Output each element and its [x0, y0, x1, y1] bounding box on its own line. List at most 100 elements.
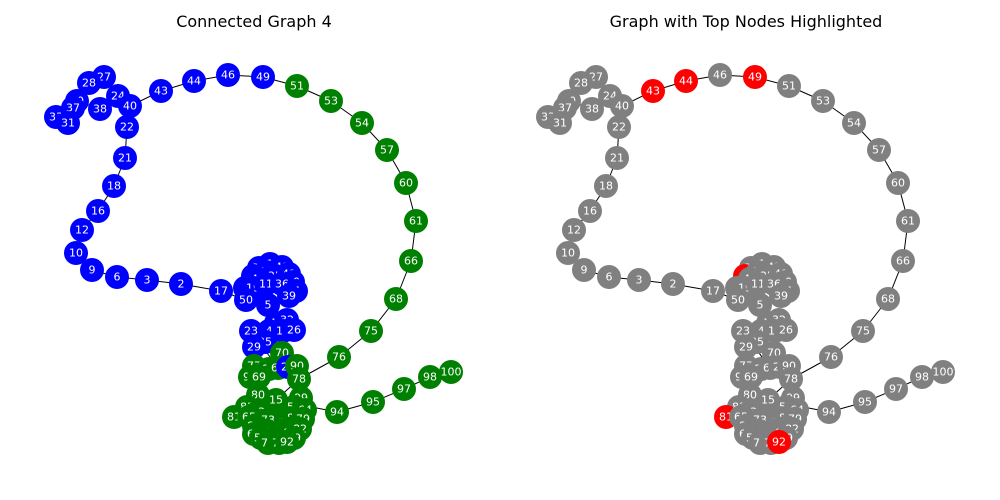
left-node-label: 6	[114, 271, 121, 284]
right-node-label: 12	[567, 224, 581, 237]
left-node-label: 38	[93, 103, 107, 116]
left-node-label: 66	[404, 255, 418, 268]
left-node-label: 3	[144, 274, 151, 287]
right-node-22	[607, 115, 631, 139]
right-node-29	[734, 335, 758, 359]
right-node-label: 54	[847, 117, 861, 130]
left-panel-title: Connected Graph 4	[176, 12, 332, 31]
right-panel-title: Graph with Top Nodes Highlighted	[609, 12, 883, 31]
right-node-label: 23	[736, 325, 750, 338]
left-node-label: 23	[244, 325, 258, 338]
left-node-2	[169, 272, 193, 296]
left-node-label: 28	[82, 77, 96, 90]
left-node-31	[56, 111, 80, 135]
right-node-label: 53	[816, 95, 830, 108]
right-node-label: 26	[779, 324, 793, 337]
left-node-69	[247, 365, 271, 389]
right-node-label: 46	[713, 69, 727, 82]
left-node-97	[392, 377, 416, 401]
left-node-95	[361, 390, 385, 414]
left-node-12	[70, 218, 94, 242]
left-node-100	[439, 360, 463, 384]
right-node-17	[701, 279, 725, 303]
left-node-label: 12	[75, 224, 89, 237]
left-node-label: 49	[256, 71, 270, 84]
right-node-49	[743, 65, 767, 89]
right-node-label: 15	[761, 394, 775, 407]
right-node-53	[811, 89, 835, 113]
right-node-92	[767, 430, 791, 454]
right-node-39	[769, 284, 793, 308]
left-node-label: 57	[380, 144, 394, 157]
right-node-15	[756, 388, 780, 412]
left-node-label: 31	[61, 117, 75, 130]
right-node-label: 3	[636, 274, 643, 287]
left-node-label: 22	[120, 121, 134, 134]
left-node-21	[113, 146, 137, 170]
left-node-label: 15	[269, 394, 283, 407]
left-node-label: 11	[259, 278, 273, 291]
right-node-label: 5	[757, 299, 764, 312]
left-node-label: 95	[366, 396, 380, 409]
right-node-44	[674, 69, 698, 93]
right-node-54	[842, 111, 866, 135]
right-node-label: 40	[615, 100, 629, 113]
right-node-18	[594, 174, 618, 198]
left-node-label: 92	[280, 436, 294, 449]
right-node-label: 49	[748, 71, 762, 84]
left-node-3	[135, 268, 159, 292]
left-node-26	[282, 318, 306, 342]
left-node-label: 60	[399, 177, 413, 190]
right-node-76	[819, 345, 843, 369]
left-node-28	[77, 71, 101, 95]
right-node-label: 28	[574, 77, 588, 90]
right-node-6	[597, 265, 621, 289]
right-node-38	[580, 97, 604, 121]
left-node-label: 98	[423, 371, 437, 384]
left-node-label: 54	[355, 117, 369, 130]
right-node-label: 22	[612, 121, 626, 134]
right-node-31	[548, 111, 572, 135]
left-node-49	[251, 65, 275, 89]
left-node-label: 26	[287, 324, 301, 337]
right-node-16	[578, 199, 602, 223]
left-node-60	[394, 171, 418, 195]
left-node-51	[285, 74, 309, 98]
right-node-50	[726, 288, 750, 312]
right-node-label: 60	[891, 177, 905, 190]
right-node-10	[556, 241, 580, 265]
right-node-label: 21	[610, 152, 624, 165]
right-node-label: 66	[896, 255, 910, 268]
right-node-78	[779, 367, 803, 391]
left-node-43	[149, 79, 173, 103]
left-node-15	[264, 388, 288, 412]
right-node-label: 68	[881, 293, 895, 306]
right-node-75	[851, 319, 875, 343]
left-node-label: 50	[239, 294, 253, 307]
left-node-53	[319, 89, 343, 113]
left-node-label: 53	[324, 95, 338, 108]
left-node-label: 94	[330, 406, 344, 419]
left-node-22	[115, 115, 139, 139]
left-node-57	[375, 138, 399, 162]
right-node-label: 98	[915, 371, 929, 384]
left-node-75	[359, 319, 383, 343]
left-node-6	[105, 265, 129, 289]
right-node-57	[867, 138, 891, 162]
left-node-label: 21	[118, 152, 132, 165]
left-node-38	[88, 97, 112, 121]
left-node-29	[242, 335, 266, 359]
right-node-95	[853, 390, 877, 414]
right-node-66	[891, 249, 915, 273]
right-node-94	[817, 400, 841, 424]
left-node-label: 18	[107, 180, 121, 193]
right-node-2	[661, 272, 685, 296]
left-node-label: 97	[397, 383, 411, 396]
right-node-label: 75	[856, 325, 870, 338]
left-node-94	[325, 400, 349, 424]
right-node-label: 57	[872, 144, 886, 157]
left-node-label: 78	[292, 373, 306, 386]
right-node-43	[641, 79, 665, 103]
left-node-label: 16	[91, 205, 105, 218]
